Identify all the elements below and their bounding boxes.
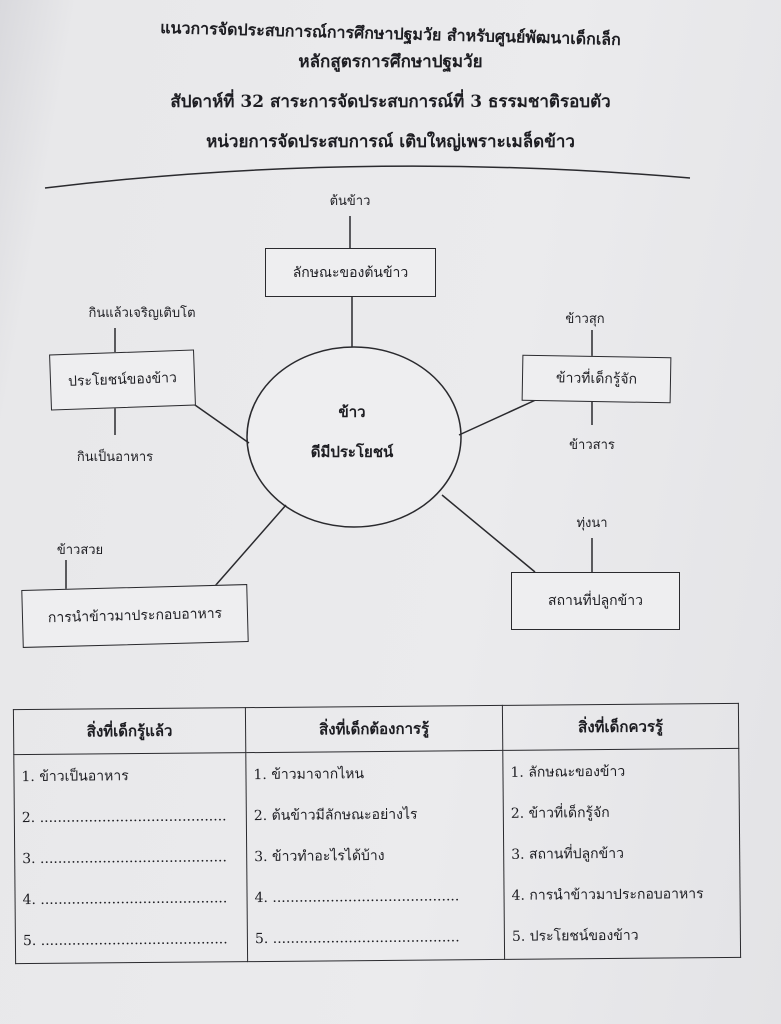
list-item: 1. ลักษณะของข้าว (510, 763, 626, 781)
leaf-food: กินเป็นอาหาร (76, 450, 154, 465)
center-ellipse (246, 346, 462, 528)
leaf-grow-up: กินแล้วเจริญเติบโต (88, 306, 196, 321)
list-item: 1. ข้าวเป็นอาหาร (21, 768, 129, 786)
leaf-rice-plant: ต้นข้าว (329, 194, 371, 209)
list-item: 5. ประโยชน์ของข้าว (511, 927, 639, 945)
leaf-cooked-rice: ข้าวสุก (565, 312, 605, 327)
list-item: 3. .....................................… (22, 849, 227, 868)
header-want-to-know: สิ่งที่เด็กต้องการรู้ (245, 705, 503, 753)
mindmap-connectors (44, 165, 691, 590)
list-item: 4. .....................................… (22, 890, 228, 909)
column-want-to-know: 1. ข้าวมาจากไหน 2. ต้นข้าวมีลักษณะอย่างไ… (245, 750, 505, 962)
kwl-table: สิ่งที่เด็กรู้แล้ว สิ่งที่เด็กต้องการรู้… (13, 703, 741, 964)
list-item: 2. ข้าวที่เด็กรู้จัก (510, 804, 610, 822)
list-item: 3. สถานที่ปลูกข้าว (511, 845, 624, 863)
node-known-rice: ข้าวที่เด็กรู้จัก (521, 354, 672, 404)
list-item: 4. การนำข้าวมาประกอบอาหาร (511, 886, 704, 904)
list-item: 3. ข้าวทำอะไรได้บ้าง (254, 847, 385, 866)
leaf-milled-rice: ข้าวสาร (569, 438, 615, 453)
center-title: ข้าว (338, 403, 366, 421)
node-rice-planting-place: สถานที่ปลูกข้าว (511, 572, 680, 630)
list-item: 4. .....................................… (254, 888, 460, 907)
header-line-2: หลักสูตรการศึกษาปฐมวัย (298, 52, 483, 72)
header-divider (44, 165, 691, 189)
leaf-rice-field: ทุ่งนา (576, 516, 608, 531)
header-line-3: สัปดาห์ที่ 32 สาระการจัดประสบการณ์ที่ 3 … (170, 92, 611, 112)
node-rice-benefits: ประโยชน์ของข้าว (49, 349, 196, 411)
header-should-know: สิ่งที่เด็กควรรู้ (502, 703, 739, 751)
list-item: 5. .....................................… (22, 931, 228, 950)
header-know: สิ่งที่เด็กรู้แล้ว (13, 707, 246, 755)
list-item: 1. ข้าวมาจากไหน (253, 766, 365, 784)
node-rice-plant-features: ลักษณะของต้นข้าว (265, 248, 436, 297)
list-item: 2. ต้นข้าวมีลักษณะอย่างไร (253, 806, 418, 825)
center-subtitle: ดีมีประโยชน์ (310, 443, 394, 461)
leaf-steamed-rice: ข้าวสวย (56, 543, 104, 558)
list-item: 2. .....................................… (21, 808, 227, 827)
node-rice-cooking: การนำข้าวมาประกอบอาหาร (21, 584, 249, 648)
column-should-know: 1. ลักษณะของข้าว 2. ข้าวที่เด็กรู้จัก 3.… (502, 748, 741, 960)
header-line-4: หน่วยการจัดประสบการณ์ เติบใหญ่เพราะเมล็ด… (206, 132, 575, 152)
column-know: 1. ข้าวเป็นอาหาร 2. ....................… (13, 752, 248, 964)
list-item: 5. .....................................… (254, 929, 460, 948)
